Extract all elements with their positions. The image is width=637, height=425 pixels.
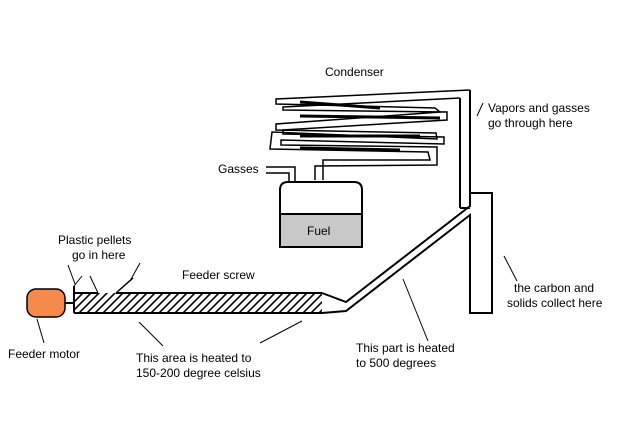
leader-lines [36, 102, 518, 347]
carbon-line-1: the carbon and [514, 281, 595, 295]
hopper [73, 275, 134, 294]
part-heat-label: This part is heated to 500 degrees [356, 341, 455, 371]
pellets-label: Plastic pellets go in here [58, 233, 131, 263]
condenser-label: Condenser [325, 65, 384, 80]
vapors-line-2: go through here [488, 116, 573, 130]
reactor-tube [321, 192, 493, 314]
feeder-motor-text: Feeder motor [8, 347, 81, 361]
feeder-screw-tube [73, 286, 322, 314]
carbon-line-2: solids collect here [507, 296, 603, 310]
part-heat-line-1: This part is heated [356, 341, 455, 355]
condenser-coil [269, 89, 471, 180]
area-heat-label: This area is heated to 150-200 degree ce… [136, 351, 261, 381]
area-heat-line-1: This area is heated to [136, 351, 252, 365]
feeder-screw-text: Feeder screw [182, 268, 255, 282]
part-heat-line-2: to 500 degrees [356, 356, 437, 370]
feeder-screw-label: Feeder screw [182, 268, 255, 283]
condenser-text: Condenser [325, 65, 384, 79]
vapors-label: Vapors and gasses go through here [488, 101, 590, 131]
area-heat-line-2: 150-200 degree celsius [136, 366, 261, 380]
feeder-motor [26, 288, 66, 318]
carbon-label: the carbon and solids collect here [507, 281, 602, 311]
vapor-riser [459, 90, 471, 208]
fuel-tank [279, 181, 363, 248]
fuel-label: Fuel [307, 224, 330, 239]
gasses-text: Gasses [218, 162, 259, 176]
gasses-outlet [266, 166, 296, 182]
pellets-line-2: go in here [72, 248, 126, 262]
gasses-label: Gasses [218, 162, 259, 177]
fuel-text: Fuel [307, 224, 331, 238]
pellets-line-1: Plastic pellets [58, 233, 132, 247]
vapors-line-1: Vapors and gasses [488, 101, 590, 115]
feeder-motor-label: Feeder motor [8, 347, 80, 362]
